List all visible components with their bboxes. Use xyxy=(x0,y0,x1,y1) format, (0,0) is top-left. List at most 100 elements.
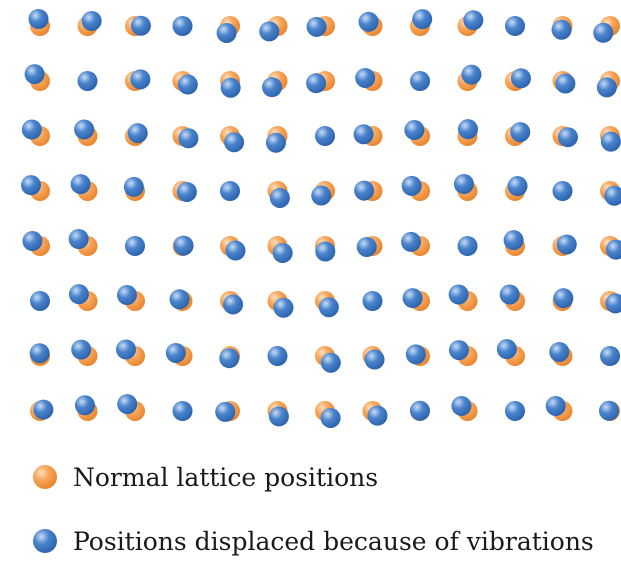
displaced-position-atom xyxy=(354,180,375,201)
displaced-position-atom xyxy=(358,11,379,32)
displaced-position-atom xyxy=(81,10,102,31)
displaced-position-atom xyxy=(401,231,422,252)
displaced-position-atom xyxy=(451,395,472,416)
displaced-position-atom xyxy=(116,285,137,306)
orange-sphere-icon xyxy=(33,465,57,489)
displaced-position-atom xyxy=(599,400,620,421)
displaced-position-atom xyxy=(549,341,570,362)
displaced-position-atom xyxy=(68,284,89,305)
displaced-position-atom xyxy=(320,407,341,428)
displaced-position-atom xyxy=(215,401,236,422)
displaced-position-atom xyxy=(318,297,339,318)
displaced-position-atom xyxy=(74,395,95,416)
displaced-position-atom xyxy=(273,297,294,318)
legend-normal-label: Normal lattice positions xyxy=(73,462,379,492)
displaced-position-atom xyxy=(265,132,286,153)
displaced-position-atom xyxy=(224,132,245,153)
displaced-position-atom xyxy=(125,236,145,256)
displaced-position-atom xyxy=(306,73,327,94)
lattice-atoms xyxy=(21,9,621,428)
displaced-position-atom xyxy=(315,241,336,262)
lattice-diagram xyxy=(21,9,621,428)
displaced-position-atom xyxy=(178,128,199,149)
displaced-position-atom xyxy=(557,127,578,148)
displaced-position-atom xyxy=(219,348,240,369)
displaced-position-atom xyxy=(507,176,528,197)
displaced-position-atom xyxy=(448,340,469,361)
displaced-position-atom xyxy=(165,342,186,363)
displaced-position-atom xyxy=(68,229,89,250)
displaced-position-atom xyxy=(220,181,240,201)
displaced-position-atom xyxy=(404,120,425,141)
displaced-position-atom xyxy=(457,236,478,256)
displaced-position-atom xyxy=(410,71,430,91)
displaced-position-atom xyxy=(272,242,293,263)
displaced-position-atom xyxy=(409,400,430,421)
displaced-position-atom xyxy=(29,343,50,364)
displaced-position-atom xyxy=(172,16,193,36)
displaced-position-atom xyxy=(116,339,137,360)
displaced-position-atom xyxy=(457,119,478,140)
displaced-position-atom xyxy=(71,339,92,360)
displaced-position-atom xyxy=(225,240,246,261)
displaced-position-atom xyxy=(21,119,42,140)
displaced-position-atom xyxy=(605,239,621,260)
displaced-position-atom xyxy=(30,291,50,311)
displaced-position-atom xyxy=(315,126,335,146)
displaced-position-atom xyxy=(127,123,148,144)
displaced-position-atom xyxy=(448,284,469,305)
displaced-position-atom xyxy=(70,174,91,195)
displaced-position-atom xyxy=(223,294,244,315)
displaced-position-atom xyxy=(24,64,45,85)
displaced-position-atom xyxy=(510,122,531,143)
displaced-position-atom xyxy=(267,346,288,366)
displaced-position-atom xyxy=(552,181,573,201)
displaced-position-atom xyxy=(311,185,332,206)
displaced-position-atom xyxy=(21,175,42,196)
blue-sphere-icon xyxy=(33,529,57,553)
displaced-position-atom xyxy=(320,352,341,373)
displaced-position-atom xyxy=(555,73,576,94)
displaced-position-atom xyxy=(604,185,621,206)
displaced-position-atom xyxy=(605,293,621,314)
displaced-position-atom xyxy=(593,22,614,43)
legend-normal: Normal lattice positions xyxy=(30,457,621,497)
displaced-position-atom xyxy=(556,234,577,255)
displaced-position-atom xyxy=(600,346,620,366)
displaced-position-atom xyxy=(405,344,426,365)
displaced-position-atom xyxy=(220,77,241,98)
displaced-position-atom xyxy=(130,69,151,90)
displaced-position-atom xyxy=(306,16,327,37)
displaced-position-atom xyxy=(173,235,194,256)
displaced-position-atom xyxy=(463,10,484,31)
displaced-position-atom xyxy=(28,9,49,29)
displaced-position-atom xyxy=(269,187,290,208)
displaced-position-atom xyxy=(22,231,43,252)
displaced-position-atom xyxy=(461,64,482,85)
displaced-position-atom xyxy=(353,124,374,145)
displaced-position-atom xyxy=(117,394,138,415)
displaced-position-atom xyxy=(553,288,574,309)
displaced-position-atom xyxy=(364,349,385,370)
displaced-position-atom xyxy=(545,395,566,416)
displaced-position-atom xyxy=(259,21,280,42)
displaced-position-atom xyxy=(362,291,383,311)
displaced-position-atom xyxy=(496,339,517,360)
displaced-position-atom xyxy=(77,71,98,91)
displaced-position-atom xyxy=(356,236,377,257)
legend-displaced: Positions displaced because of vibration… xyxy=(30,521,621,561)
displaced-position-atom xyxy=(510,68,531,89)
displaced-position-atom xyxy=(367,405,388,426)
displaced-position-atom xyxy=(401,175,422,196)
displaced-position-atom xyxy=(505,401,525,421)
legend-displaced-label: Positions displaced because of vibration… xyxy=(73,526,594,556)
displaced-position-atom xyxy=(130,15,151,36)
displaced-position-atom xyxy=(600,131,621,152)
displaced-position-atom xyxy=(402,288,423,309)
displaced-position-atom xyxy=(503,230,524,251)
displaced-position-atom xyxy=(412,9,433,30)
displaced-position-atom xyxy=(505,16,525,36)
displaced-position-atom xyxy=(216,22,237,43)
displaced-position-atom xyxy=(268,406,289,427)
displaced-position-atom xyxy=(355,67,376,88)
